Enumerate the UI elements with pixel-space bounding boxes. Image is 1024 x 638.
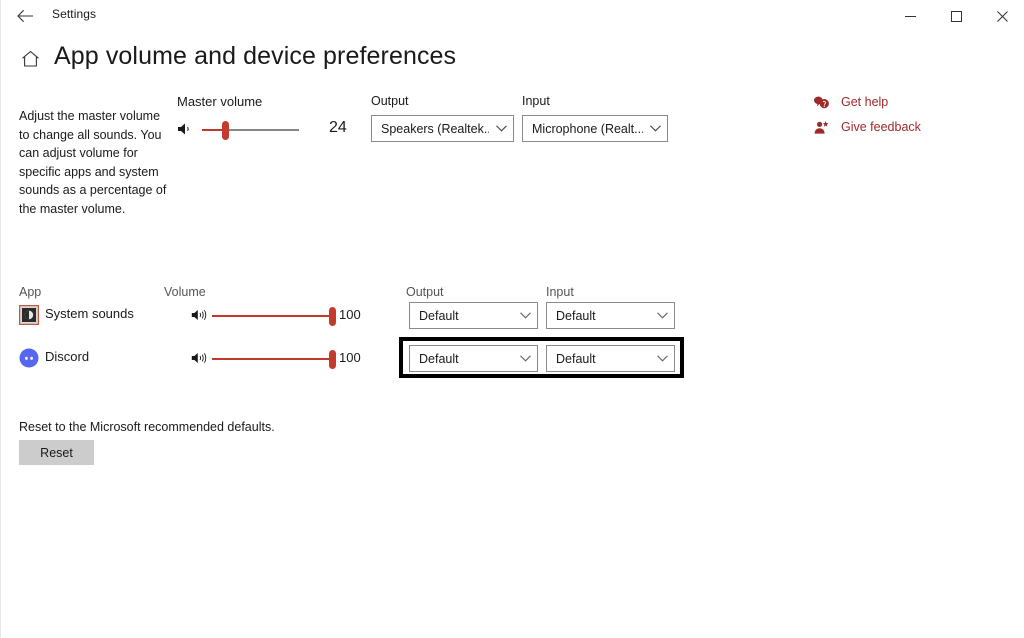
speaker-high-icon: [191, 351, 207, 365]
output-label: Output: [371, 94, 409, 108]
chevron-down-icon: [650, 312, 674, 319]
column-header-output: Output: [406, 285, 444, 299]
discord-icon: [19, 348, 39, 368]
app-output-value: Default: [419, 308, 459, 323]
window-controls: [887, 0, 1024, 32]
reset-button[interactable]: Reset: [19, 440, 94, 465]
close-button[interactable]: [979, 0, 1024, 32]
master-volume-label: Master volume: [177, 94, 263, 109]
give-feedback-label: Give feedback: [841, 120, 921, 134]
chevron-down-icon: [643, 125, 667, 132]
app-volume-value: 100: [339, 350, 361, 365]
slider-fill: [202, 129, 226, 131]
minimize-button[interactable]: [887, 0, 933, 32]
chevron-down-icon: [489, 125, 513, 132]
home-icon[interactable]: [19, 48, 41, 70]
give-feedback-link[interactable]: Give feedback: [811, 118, 921, 136]
app-row-discord: Discord 100 Default Default: [1, 345, 1024, 379]
back-button[interactable]: [11, 3, 39, 29]
slider-thumb[interactable]: [329, 307, 336, 326]
output-device-dropdown[interactable]: Speakers (Realtek...: [371, 115, 514, 142]
system-sounds-icon: [18, 304, 40, 326]
slider-thumb[interactable]: [329, 350, 336, 369]
window-title: Settings: [52, 7, 97, 21]
feedback-person-icon: [811, 118, 831, 136]
description-text: Adjust the master volume to change all s…: [19, 109, 167, 216]
get-help-label: Get help: [841, 95, 889, 109]
app-output-value: Default: [419, 351, 459, 366]
master-volume-row: [177, 118, 357, 142]
master-volume-value: 24: [329, 119, 347, 136]
app-volume-value: 100: [339, 307, 361, 322]
app-input-dropdown[interactable]: Default: [546, 345, 675, 372]
input-device-value: Microphone (Realt...: [532, 121, 643, 136]
app-input-dropdown[interactable]: Default: [546, 302, 675, 329]
title-bar: Settings: [1, 0, 1024, 32]
app-name: System sounds: [45, 306, 134, 321]
column-header-volume: Volume: [164, 285, 206, 299]
slider-thumb[interactable]: [222, 121, 230, 140]
chevron-down-icon: [513, 312, 537, 319]
chevron-down-icon: [650, 355, 674, 362]
slider-track: [202, 129, 299, 131]
column-header-app: App: [19, 285, 42, 299]
question-bubble-icon: [811, 93, 831, 111]
speaker-low-icon: [177, 121, 193, 137]
app-name: Discord: [45, 349, 90, 364]
slider-fill: [212, 315, 332, 317]
app-input-value: Default: [556, 351, 596, 366]
app-output-dropdown[interactable]: Default: [409, 345, 538, 372]
get-help-link[interactable]: Get help: [811, 93, 888, 111]
output-device-value: Speakers (Realtek...: [381, 121, 489, 136]
reset-description: Reset to the Microsoft recommended defau…: [19, 420, 275, 434]
maximize-button[interactable]: [933, 0, 979, 32]
input-device-dropdown[interactable]: Microphone (Realt...: [522, 115, 668, 142]
app-input-value: Default: [556, 308, 596, 323]
column-header-input: Input: [546, 285, 574, 299]
page-title: App volume and device preferences: [54, 42, 457, 70]
app-output-dropdown[interactable]: Default: [409, 302, 538, 329]
app-volume-slider[interactable]: [212, 348, 336, 370]
page-header: App volume and device preferences: [1, 42, 1024, 84]
slider-fill: [212, 358, 332, 360]
app-volume-slider[interactable]: [212, 305, 336, 327]
input-label: Input: [522, 94, 550, 108]
speaker-high-icon: [191, 308, 207, 322]
app-row-system-sounds: System sounds 100 Default Default: [1, 302, 1024, 336]
master-volume-slider[interactable]: [202, 119, 299, 141]
chevron-down-icon: [513, 355, 537, 362]
